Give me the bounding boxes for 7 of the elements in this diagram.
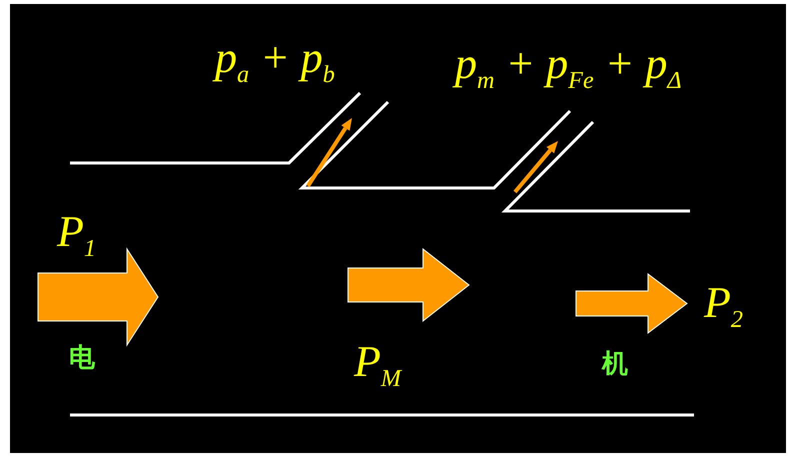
formula-label: p$_{m}$ + p$_{Fe}$ + p$_{Δ}$: [455, 42, 682, 93]
text-label: 机: [602, 351, 628, 377]
formula-label: P$_{M}$: [354, 340, 402, 391]
formula-label: P$_{1}$: [57, 210, 96, 261]
formula-label: p$_{a}$ + p$_{b}$: [215, 36, 335, 87]
text-label: 电: [69, 345, 95, 371]
formula-label: P$_{2}$: [704, 281, 743, 332]
